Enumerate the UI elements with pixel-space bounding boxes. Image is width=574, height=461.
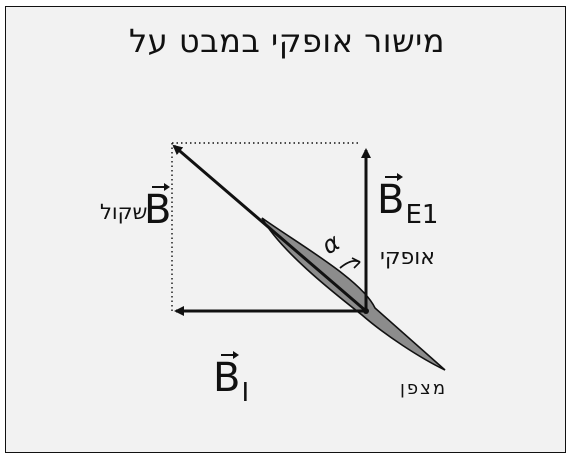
compass-needle xyxy=(261,217,446,371)
diagram-title: מישור אופקי במבט על xyxy=(128,22,445,60)
b-resultant-label: B xyxy=(144,183,172,233)
resultant-word: שקול xyxy=(100,200,148,224)
angle-arrow-tip xyxy=(351,257,361,269)
b-e1-label: BE1 xyxy=(377,173,439,230)
horizontal-word: אופקי xyxy=(380,245,435,270)
compass-word: מצפן xyxy=(400,378,448,399)
diagram-frame xyxy=(5,6,566,453)
b-resultant-arrow xyxy=(172,144,367,313)
b-i-label: BI xyxy=(213,351,250,408)
origin-dot xyxy=(363,308,369,314)
